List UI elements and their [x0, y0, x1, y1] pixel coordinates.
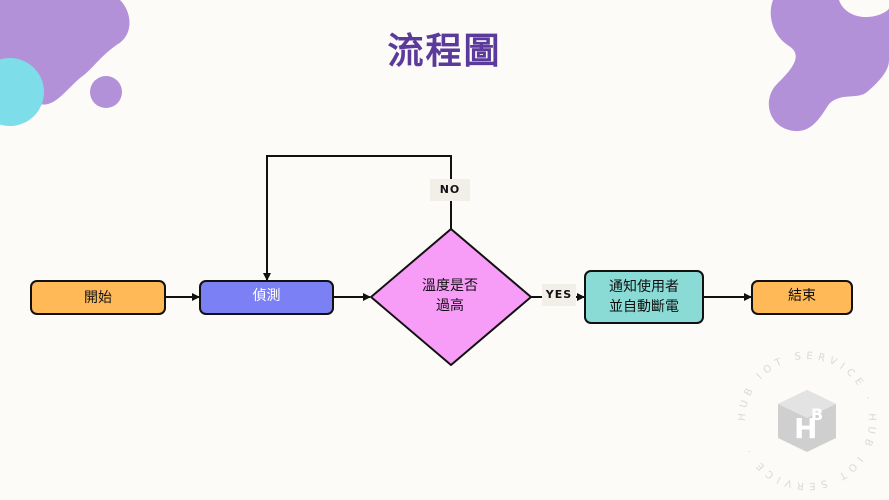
page-title: 流程圖: [387, 31, 502, 72]
edge-label-yes: YES: [542, 284, 576, 306]
svg-text:H: H: [794, 412, 817, 445]
decision-line-2: 過高: [436, 298, 464, 314]
node-start: 開始: [30, 280, 166, 315]
decor-blob-top-left: [0, 0, 130, 126]
node-end: 結束: [751, 280, 853, 315]
node-start-label: 開始: [84, 289, 112, 306]
svg-text:B: B: [811, 405, 823, 424]
notify-line-1: 通知使用者: [609, 279, 679, 295]
decision-line-1: 溫度是否: [422, 278, 478, 294]
decor-blob-top-right: [768, 0, 889, 132]
notify-line-2: 並自動斷電: [609, 299, 679, 315]
node-notify: 通知使用者 並自動斷電: [584, 270, 704, 324]
hub-iot-watermark-logo: HUB IOT SERVICE · HUB IOT SERVICE · H B: [737, 351, 872, 491]
node-end-label: 結束: [788, 288, 816, 304]
node-detect-label: 偵測: [252, 288, 281, 304]
edge-label-no: NO: [430, 179, 470, 201]
decision-diamond: [370, 228, 532, 366]
node-detect: 偵測: [199, 280, 334, 315]
node-decision-label: 溫度是否 過高: [400, 276, 500, 316]
